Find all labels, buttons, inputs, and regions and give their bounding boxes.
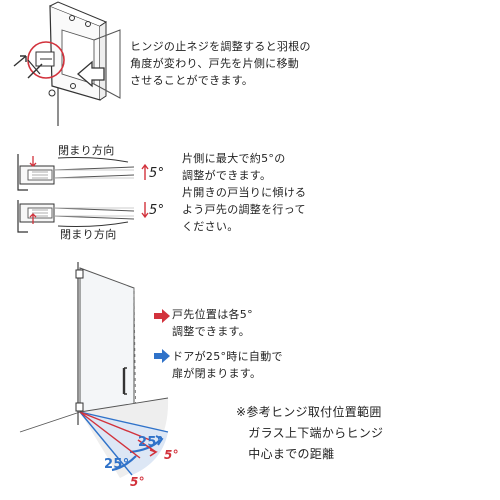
section1-description: ヒンジの止ネジを調整すると羽根の 角度が変わり、戸先を片側に移動 させることがで…: [130, 40, 311, 87]
adjust-note-red: 戸先位置は各5° 調整できます。: [172, 308, 253, 338]
blue-arrow-icon: [154, 349, 170, 363]
red-arrow-icon: [154, 309, 170, 323]
closing-direction-label-top: 閉まり方向: [58, 144, 115, 157]
closing-direction-label-bottom: 閉まり方向: [60, 228, 117, 241]
angle-5-upper: 5°: [164, 448, 179, 462]
angle-25-lower: 25°: [104, 457, 130, 472]
topview-lower: [17, 200, 149, 233]
hinge-position-footnote: ※参考ヒンジ取付位置範囲 ガラス上下端からヒンジ 中心までの距離: [236, 405, 384, 461]
section2-description: 片側に最大で約5°の 調整ができます。 片開きの戸当りに傾ける よう戸先の調整を…: [182, 152, 307, 233]
angle-label-down: 5°: [149, 203, 165, 218]
auto-close-note-blue: ドアが25°時に自動で 扉が閉まります。: [172, 350, 283, 380]
topview-upper: [17, 154, 149, 191]
angle-5-lower: 5°: [130, 475, 145, 489]
angle-25-upper: 25°: [138, 435, 164, 450]
angle-label-up: 5°: [149, 166, 165, 181]
